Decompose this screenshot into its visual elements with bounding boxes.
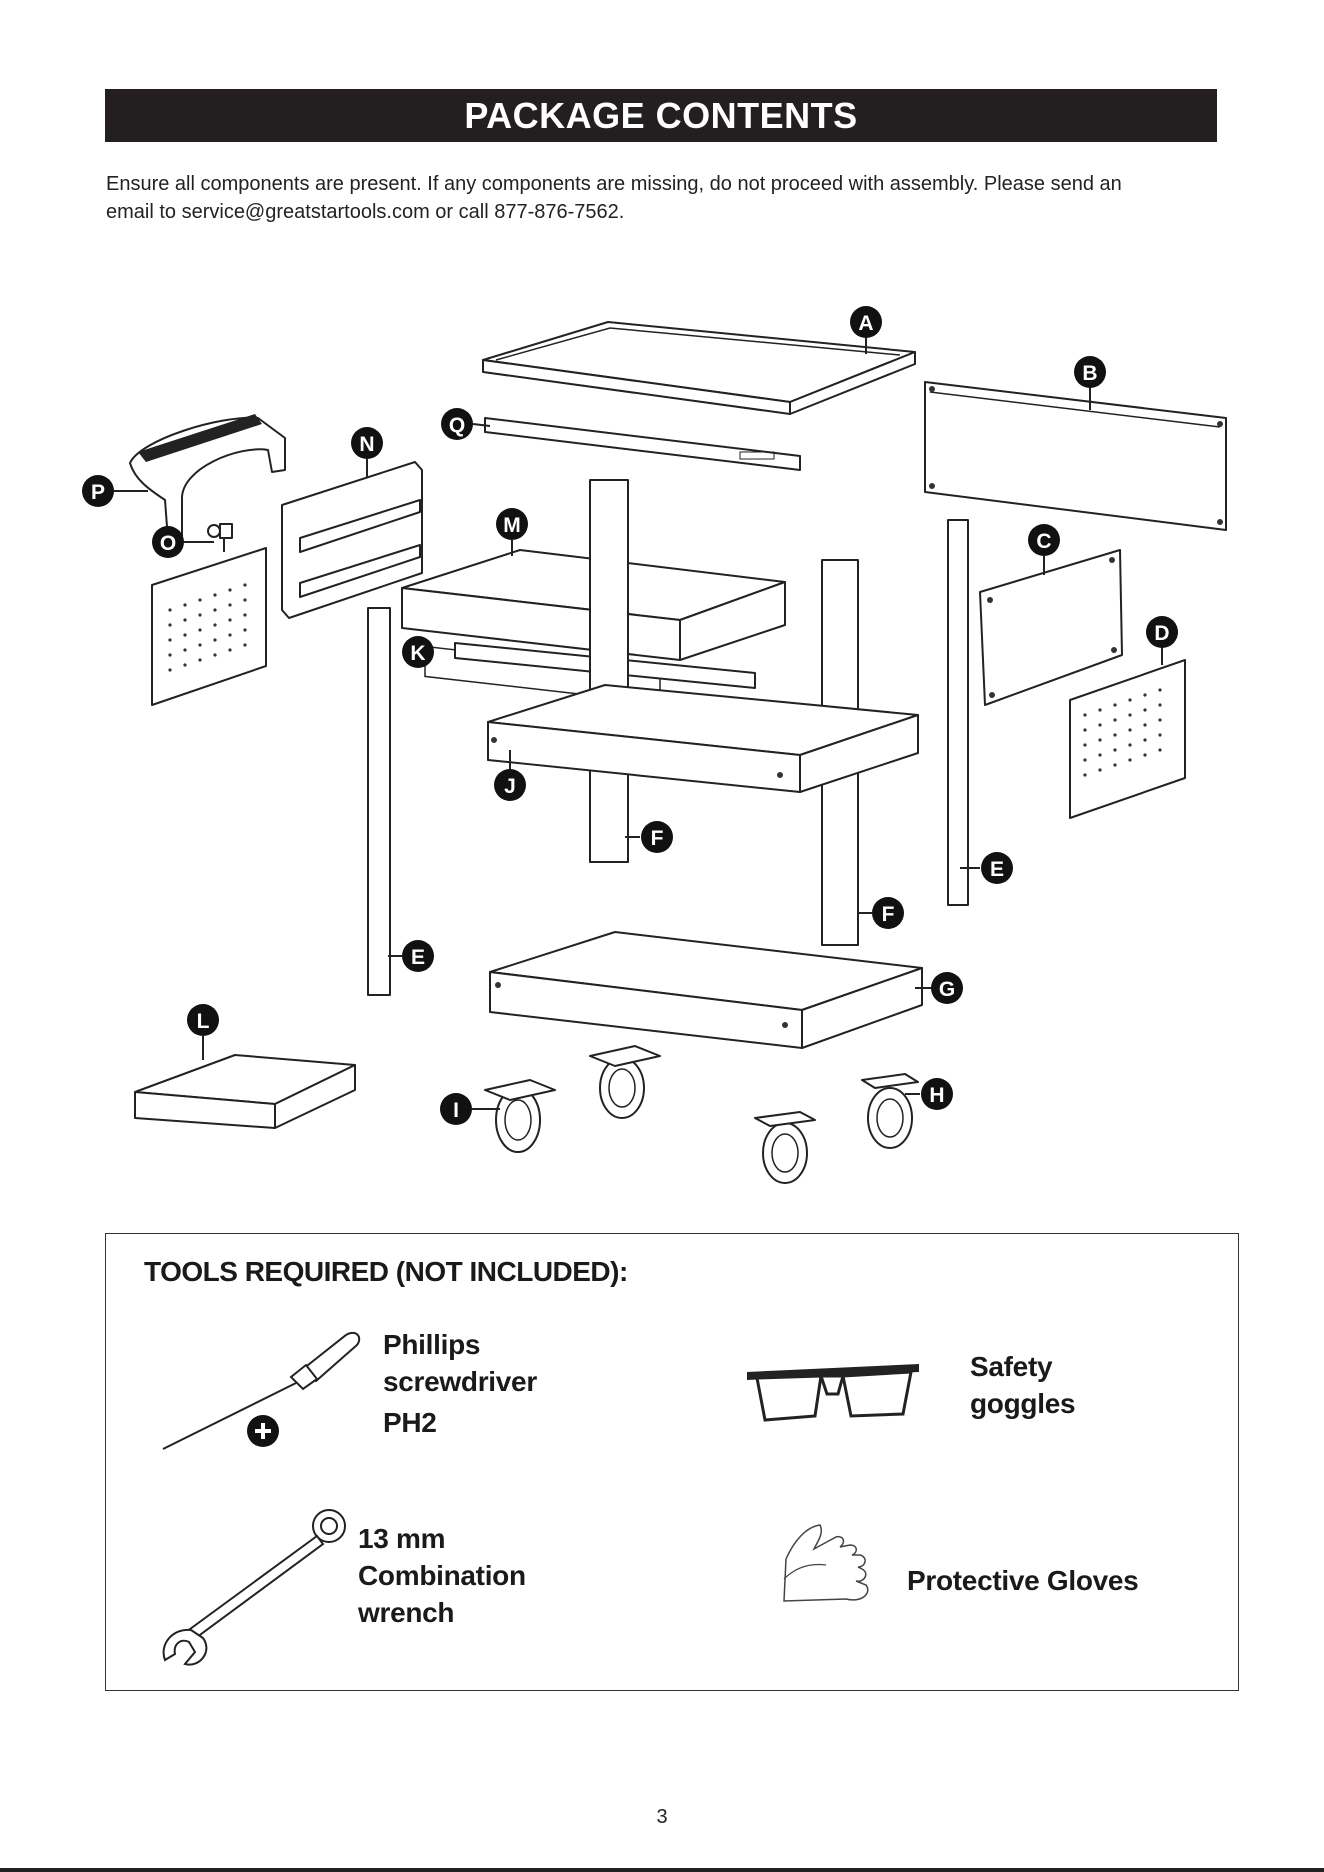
svg-text:B: B bbox=[1082, 362, 1097, 385]
label-m: M bbox=[496, 508, 528, 540]
part-a-top-tray bbox=[482, 321, 916, 415]
svg-text:F: F bbox=[651, 827, 664, 850]
svg-text:G: G bbox=[939, 978, 955, 1001]
gloves-label: Protective Gloves bbox=[907, 1562, 1139, 1599]
label-f-2: F bbox=[872, 897, 904, 929]
label-q: Q bbox=[441, 408, 473, 440]
wrench-label-line1: 13 mm bbox=[358, 1523, 446, 1554]
part-o-lock bbox=[207, 523, 233, 552]
svg-text:M: M bbox=[503, 514, 521, 537]
label-h: H bbox=[921, 1078, 953, 1110]
label-d: D bbox=[1146, 616, 1178, 648]
svg-text:A: A bbox=[858, 312, 873, 335]
label-e-1: E bbox=[981, 852, 1013, 884]
label-c: C bbox=[1028, 524, 1060, 556]
part-d-pegboard bbox=[1069, 659, 1186, 819]
label-p: P bbox=[82, 475, 114, 507]
part-i-casters bbox=[484, 1045, 661, 1153]
wrench-icon bbox=[162, 1509, 346, 1666]
part-b-back-panel bbox=[924, 381, 1227, 531]
svg-text:D: D bbox=[1154, 622, 1169, 645]
label-e-2: E bbox=[402, 940, 434, 972]
part-g-tray bbox=[489, 931, 923, 1049]
svg-text:E: E bbox=[990, 858, 1004, 881]
svg-text:H: H bbox=[929, 1084, 944, 1107]
part-h-casters bbox=[754, 1073, 919, 1184]
label-j: J bbox=[494, 769, 526, 801]
page-title: PACKAGE CONTENTS bbox=[105, 89, 1217, 142]
screwdriver-label-line3: PH2 bbox=[383, 1407, 437, 1438]
wrench-label-line2: Combination bbox=[358, 1560, 526, 1591]
tools-title: TOOLS REQUIRED (NOT INCLUDED): bbox=[144, 1256, 628, 1287]
screwdriver-icon bbox=[162, 1331, 361, 1450]
intro-line-1: Ensure all components are present. If an… bbox=[106, 173, 1122, 195]
part-p-handle bbox=[129, 414, 286, 541]
svg-text:L: L bbox=[197, 1010, 210, 1033]
part-c-side-panel bbox=[979, 549, 1123, 706]
label-n: N bbox=[351, 427, 383, 459]
svg-text:K: K bbox=[410, 642, 425, 665]
svg-text:I: I bbox=[453, 1099, 459, 1122]
exploded-parts-diagram: A B Q N P O M C D K J F E F E G L H I bbox=[82, 306, 1227, 1184]
svg-text:F: F bbox=[882, 903, 895, 926]
part-l-drawer bbox=[134, 1054, 356, 1129]
label-o: O bbox=[152, 526, 184, 558]
svg-text:N: N bbox=[359, 433, 374, 456]
svg-text:E: E bbox=[411, 946, 425, 969]
svg-text:J: J bbox=[504, 775, 516, 798]
gloves-label-line1: Protective Gloves bbox=[907, 1565, 1139, 1596]
part-n-side-panel bbox=[281, 461, 423, 619]
goggles-label-line1: Safety bbox=[970, 1351, 1053, 1382]
goggles-icon bbox=[747, 1364, 919, 1422]
intro-text: Ensure all components are present. If an… bbox=[106, 170, 1226, 226]
left-pegboard bbox=[151, 547, 267, 706]
label-b: B bbox=[1074, 356, 1106, 388]
label-a: A bbox=[850, 306, 882, 338]
label-i: I bbox=[440, 1093, 472, 1125]
svg-text:Q: Q bbox=[449, 414, 465, 437]
svg-text:P: P bbox=[91, 481, 105, 504]
gloves-icon bbox=[783, 1524, 869, 1602]
screwdriver-label-line2: screwdriver bbox=[383, 1366, 537, 1397]
wrench-label: 13 mm Combination wrench bbox=[358, 1520, 526, 1631]
screwdriver-label: Phillips screwdriver PH2 bbox=[383, 1326, 537, 1441]
label-f-1: F bbox=[641, 821, 673, 853]
tools-required-box: TOOLS REQUIRED (NOT INCLUDED): Phillips … bbox=[105, 1233, 1239, 1691]
label-k: K bbox=[402, 636, 434, 668]
bottom-rule bbox=[0, 1868, 1324, 1872]
svg-text:O: O bbox=[160, 532, 176, 555]
label-l: L bbox=[187, 1004, 219, 1036]
screwdriver-label-line1: Phillips bbox=[383, 1329, 481, 1360]
goggles-label: Safety goggles bbox=[970, 1348, 1076, 1422]
label-g: G bbox=[931, 972, 963, 1004]
page-number: 3 bbox=[656, 1806, 668, 1828]
wrench-label-line3: wrench bbox=[358, 1597, 455, 1628]
intro-line-2: email to service@greatstartools.com or c… bbox=[106, 201, 625, 223]
part-j-tray bbox=[487, 684, 919, 793]
part-q-bar bbox=[484, 417, 801, 471]
goggles-label-line2: goggles bbox=[970, 1388, 1076, 1419]
svg-text:C: C bbox=[1036, 530, 1051, 553]
